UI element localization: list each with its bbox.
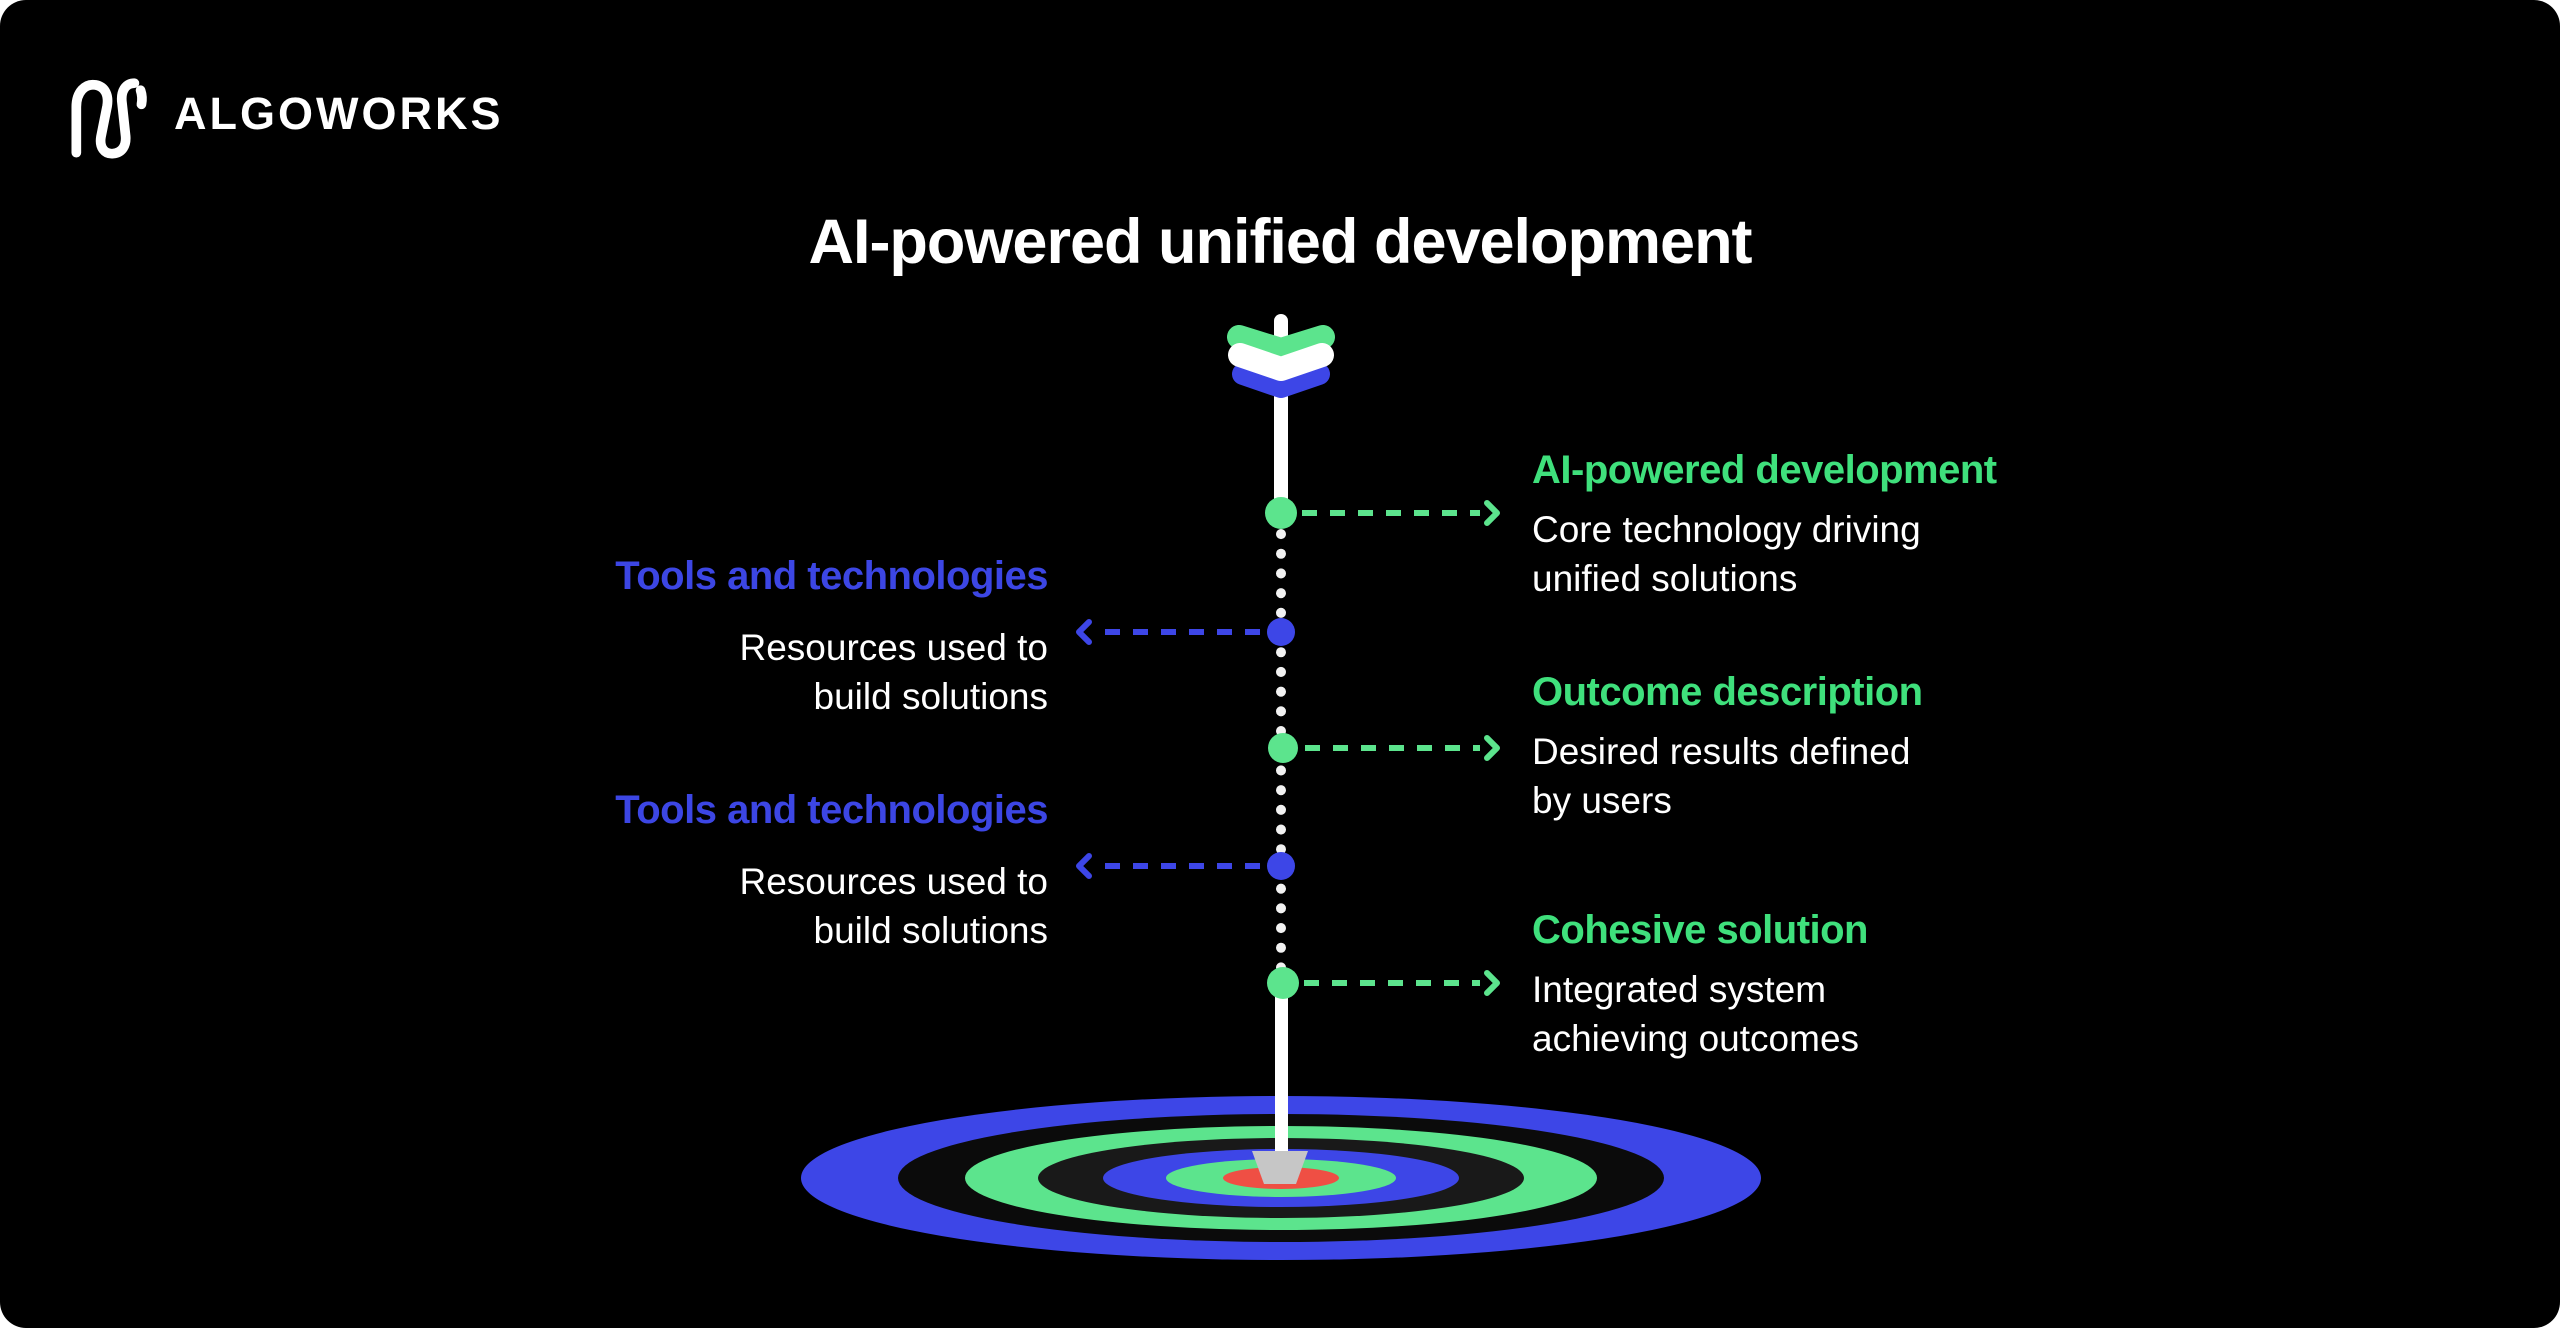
label-outcome-description: Outcome description Desired results defi… xyxy=(1532,668,1923,825)
marker-green-3 xyxy=(1267,967,1299,999)
algoworks-mark-icon xyxy=(71,78,147,159)
fletching-white xyxy=(1228,343,1334,381)
label-body-line: Integrated system xyxy=(1532,969,1827,1010)
label-body-line: achieving outcomes xyxy=(1532,1018,1860,1059)
label-tools-technologies-2: Tools and technologies Resources used to… xyxy=(615,786,1048,955)
label-body-line: Core technology driving xyxy=(1532,509,1921,550)
label-body-line: unified solutions xyxy=(1532,558,1798,599)
label-cohesive-solution: Cohesive solution Integrated system achi… xyxy=(1532,906,1869,1063)
label-heading: Cohesive solution xyxy=(1532,908,1869,952)
label-body-line: Resources used to xyxy=(739,627,1048,668)
label-body: Resources used to build solutions xyxy=(615,623,1048,721)
arrow-right-icon xyxy=(1484,500,1500,526)
label-heading: Outcome description xyxy=(1532,670,1923,714)
label-body-line: build solutions xyxy=(813,910,1048,951)
logo-wordmark: ALGOWORKS xyxy=(174,88,504,139)
arrow-left-icon xyxy=(1076,853,1092,879)
connectors xyxy=(1076,500,1500,996)
arrow-right-icon xyxy=(1484,735,1500,761)
label-tools-technologies-1: Tools and technologies Resources used to… xyxy=(615,552,1048,721)
markers xyxy=(1265,497,1299,999)
arrow-left-icon xyxy=(1076,619,1092,645)
label-heading: Tools and technologies xyxy=(615,554,1048,598)
label-body-line: Resources used to xyxy=(739,861,1048,902)
fletching-blue xyxy=(1232,363,1330,398)
dart-shaft-lower xyxy=(1275,988,1288,1164)
label-body-line: by users xyxy=(1532,780,1672,821)
page-title: AI-powered unified development xyxy=(808,207,1752,277)
marker-green-1 xyxy=(1265,497,1297,529)
label-body-line: build solutions xyxy=(813,676,1048,717)
marker-blue-1 xyxy=(1267,618,1295,646)
label-body: Resources used to build solutions xyxy=(615,857,1048,955)
logo: ALGOWORKS xyxy=(64,68,503,160)
label-body: Integrated system achieving outcomes xyxy=(1532,965,1868,1063)
marker-blue-2 xyxy=(1267,852,1295,880)
arrow-right-icon xyxy=(1484,970,1500,996)
label-heading: Tools and technologies xyxy=(615,788,1048,832)
label-body: Desired results defined by users xyxy=(1532,727,1923,825)
label-ai-powered-development: AI-powered development Core technology d… xyxy=(1532,446,1997,603)
dart-tip xyxy=(1252,1151,1308,1184)
label-body-line: Desired results defined xyxy=(1532,731,1911,772)
marker-green-2 xyxy=(1268,733,1298,763)
label-heading: AI-powered development xyxy=(1532,448,1997,492)
fletching-green xyxy=(1227,325,1335,362)
label-body: Core technology driving unified solution… xyxy=(1532,505,1997,603)
